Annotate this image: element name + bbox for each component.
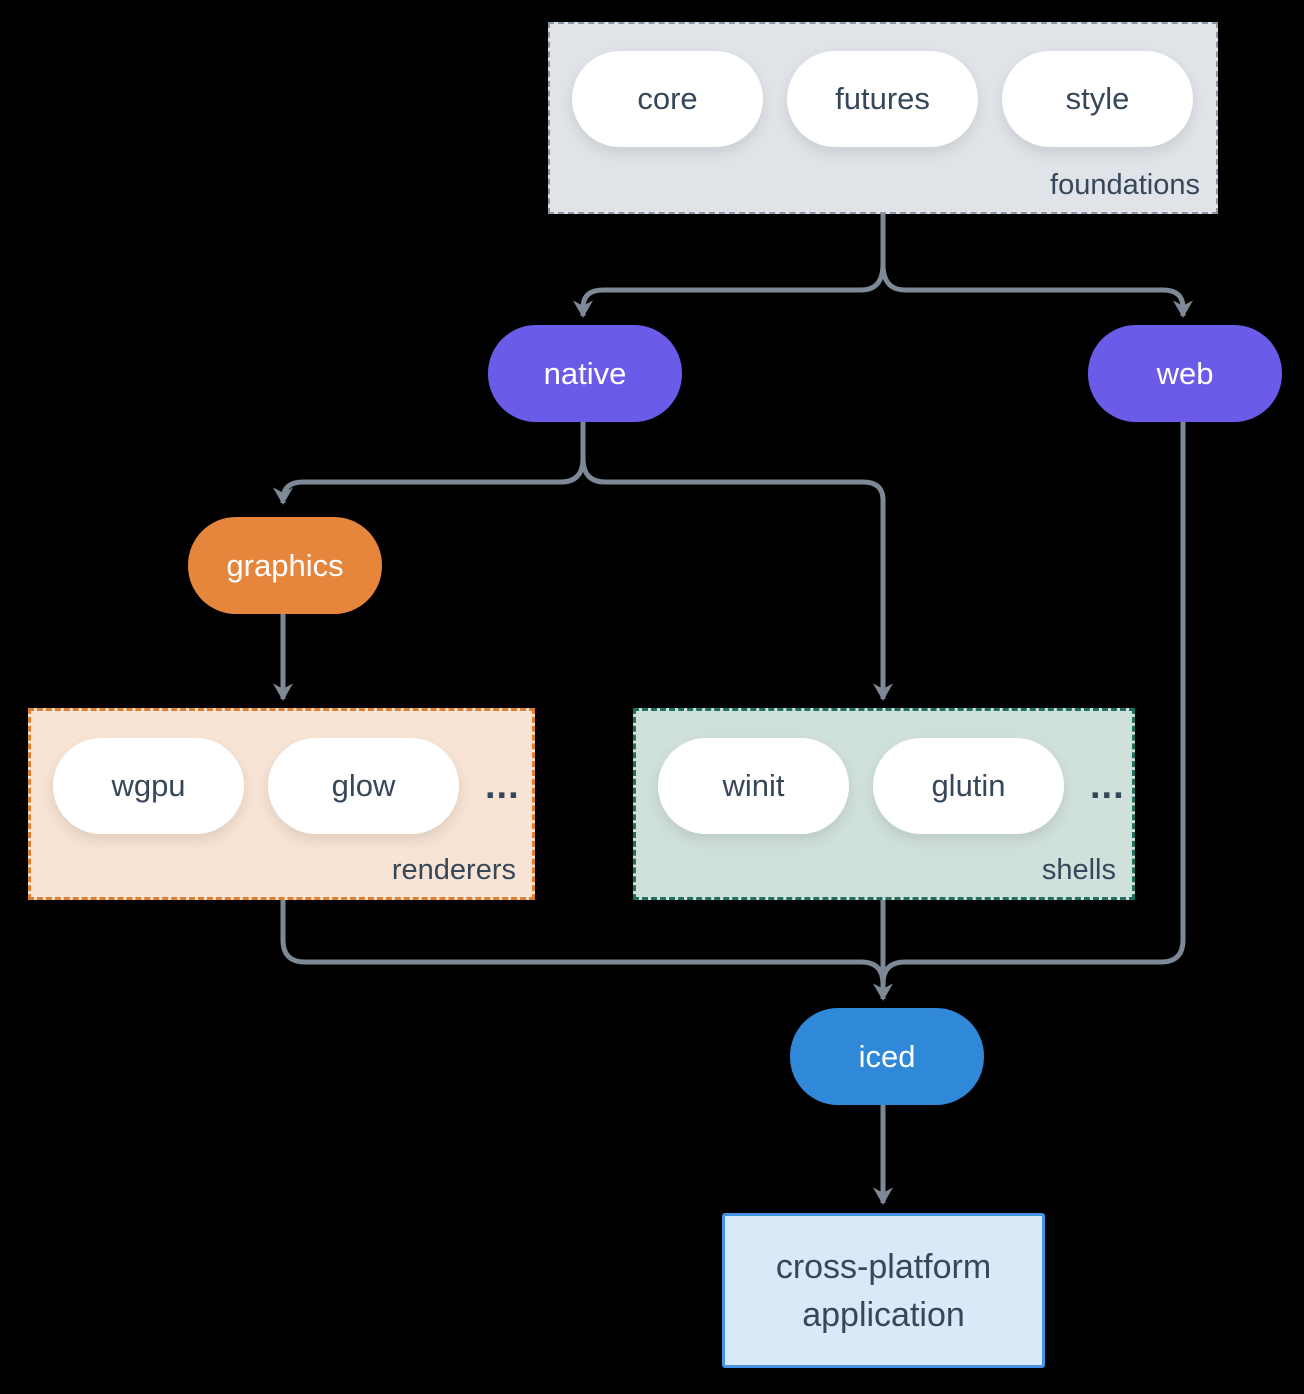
shells-ellipsis: ... <box>1090 764 1125 807</box>
edge-native-to-graphics <box>272 457 586 505</box>
node-core: core <box>572 51 763 147</box>
node-glutin: glutin <box>873 738 1064 834</box>
node-application-label: cross-platform application <box>775 1247 992 1334</box>
renderers-pill-row: wgpu glow ... <box>31 711 532 834</box>
node-web-label: web <box>1156 355 1214 391</box>
edge-web-to-merge <box>880 421 1186 985</box>
node-wgpu: wgpu <box>53 738 244 834</box>
node-glow: glow <box>268 738 459 834</box>
group-renderers: wgpu glow ... renderers <box>28 708 535 900</box>
node-style-label: style <box>1065 81 1130 116</box>
node-web: web <box>1088 325 1282 422</box>
node-iced: iced <box>790 1008 984 1105</box>
group-label-foundations: foundations <box>1050 169 1200 201</box>
group-label-shells: shells <box>1041 854 1116 886</box>
renderers-ellipsis: ... <box>485 764 520 807</box>
group-label-renderers: renderers <box>391 854 516 886</box>
node-glutin-label: glutin <box>931 768 1006 803</box>
node-native: native <box>488 325 682 422</box>
node-style: style <box>1002 51 1193 147</box>
edge-foundations-to-native <box>572 263 886 318</box>
group-shells: winit glutin ... shells <box>633 708 1135 900</box>
node-glow-label: glow <box>331 768 396 803</box>
edge-renderers-to-merge <box>280 899 886 985</box>
node-application: cross-platform application <box>722 1213 1045 1368</box>
node-graphics-label: graphics <box>226 547 344 583</box>
node-iced-label: iced <box>858 1038 916 1074</box>
node-futures-label: futures <box>835 81 930 116</box>
node-wgpu-label: wgpu <box>111 768 186 803</box>
foundations-pill-row: core futures style <box>550 24 1216 147</box>
node-winit: winit <box>658 738 849 834</box>
node-futures: futures <box>787 51 978 147</box>
node-winit-label: winit <box>722 768 785 803</box>
edge-foundations-to-web <box>880 263 1194 318</box>
edge-native-to-shells <box>580 457 894 701</box>
node-native-label: native <box>543 355 627 391</box>
shells-pill-row: winit glutin ... <box>636 711 1132 834</box>
node-core-label: core <box>637 81 698 116</box>
group-foundations: core futures style foundations <box>548 22 1218 214</box>
node-graphics: graphics <box>188 517 382 614</box>
